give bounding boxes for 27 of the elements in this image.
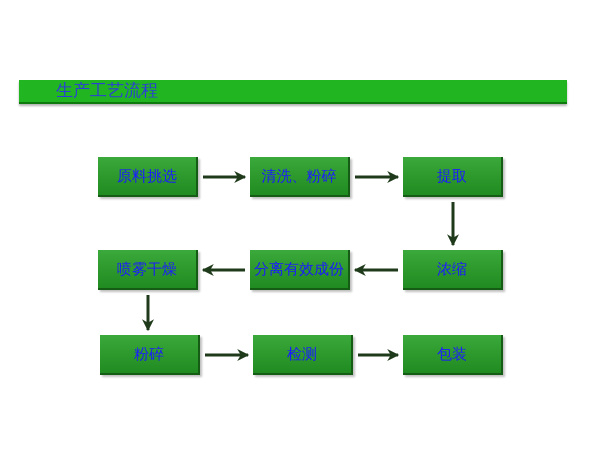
process-box xyxy=(98,157,198,197)
step-label: 浓缩 xyxy=(437,260,467,278)
arrow xyxy=(358,349,400,361)
step-label: 提取 xyxy=(437,166,467,186)
process-box xyxy=(403,157,503,197)
step-label: 分离有效成份 xyxy=(254,260,344,278)
arrow xyxy=(355,171,400,183)
process-box xyxy=(100,335,200,375)
step-label: 原料挑选 xyxy=(117,166,177,186)
step-label: 粉碎 xyxy=(134,344,164,364)
arrow xyxy=(203,171,246,183)
process-box xyxy=(250,157,350,197)
step-label: 检测 xyxy=(287,344,317,364)
step-label: 包装 xyxy=(437,344,467,364)
arrow xyxy=(447,202,459,246)
process-box xyxy=(250,250,350,290)
process-box xyxy=(98,250,198,290)
step-label: 清洗、粉碎 xyxy=(262,166,336,186)
process-box xyxy=(253,335,353,375)
arrow xyxy=(205,349,250,361)
arrow xyxy=(202,264,245,276)
arrow xyxy=(142,295,154,332)
process-box xyxy=(403,335,503,375)
step-label: 喷雾干燥 xyxy=(117,260,177,278)
arrow xyxy=(354,264,398,276)
process-box xyxy=(403,250,503,290)
title: 生产工艺流程 xyxy=(56,82,158,100)
